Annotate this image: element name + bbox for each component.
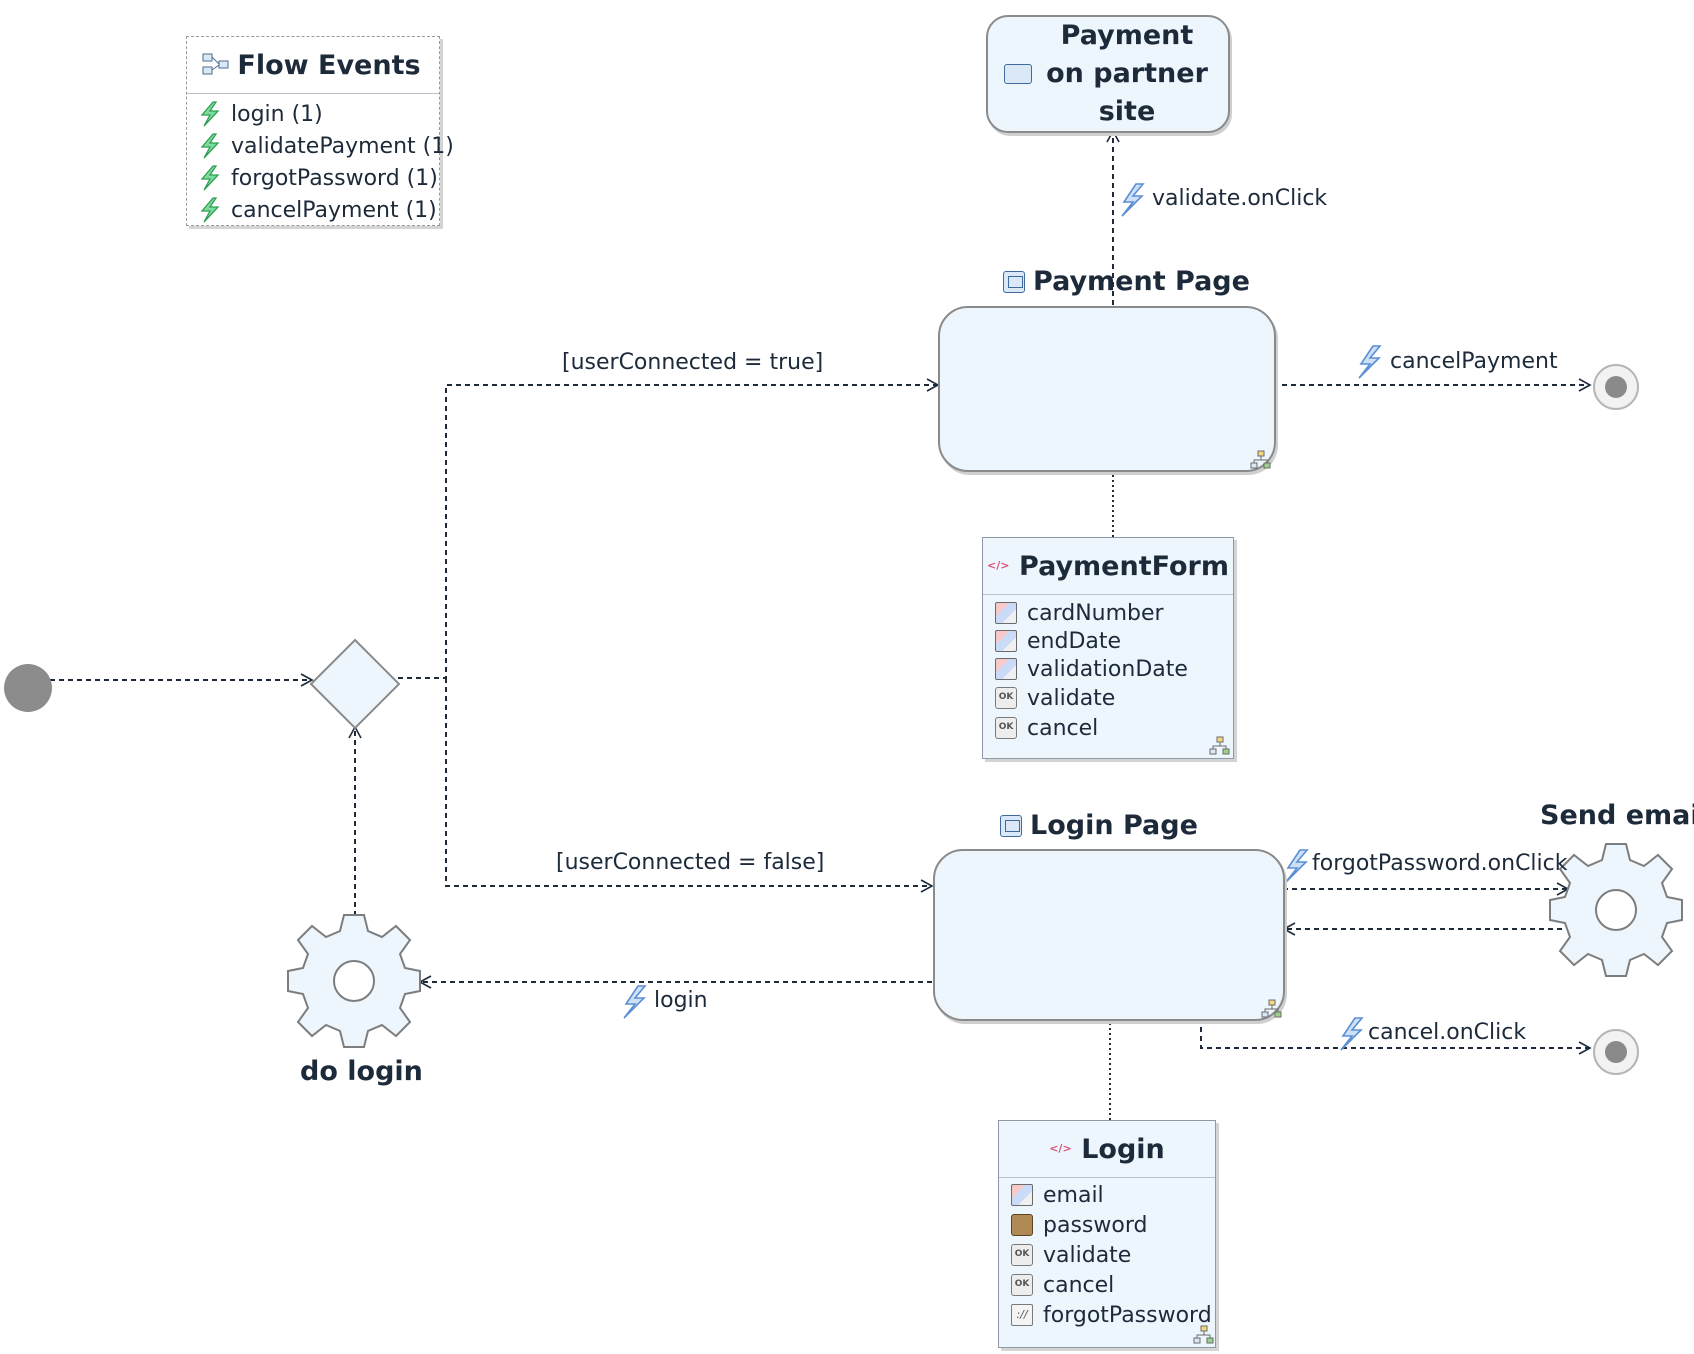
transition-user-connected-true: [userConnected = true] bbox=[562, 350, 824, 375]
structure-icon bbox=[1209, 736, 1230, 755]
flow-events-panel: Flow Events login (1) validatePayment (1… bbox=[186, 36, 454, 226]
password-lock-icon bbox=[1011, 1214, 1033, 1236]
flow-event-label: validatePayment (1) bbox=[231, 133, 454, 159]
event-icon bbox=[200, 197, 220, 223]
login-form-panel[interactable]: </> Login email password OK validate OK … bbox=[998, 1120, 1216, 1348]
form-field-label: validate bbox=[1027, 685, 1116, 711]
payment-partner-label: Payment on partner site bbox=[1046, 20, 1208, 127]
form-field[interactable]: email bbox=[999, 1180, 1215, 1210]
form-field[interactable]: validationDate bbox=[983, 655, 1233, 683]
flow-event-item[interactable]: validatePayment (1) bbox=[187, 130, 454, 162]
edge-login-cancel bbox=[1200, 1018, 1592, 1055]
login-page-node[interactable] bbox=[933, 849, 1285, 1021]
flow-event-label: cancelPayment (1) bbox=[231, 197, 437, 223]
text-field-icon bbox=[995, 630, 1017, 652]
payment-partner-node[interactable]: Payment on partner site bbox=[986, 15, 1230, 133]
button-icon: OK bbox=[995, 687, 1017, 709]
form-field-label: validate bbox=[1043, 1242, 1132, 1268]
button-icon: OK bbox=[1011, 1244, 1033, 1266]
form-button[interactable]: OK validate bbox=[999, 1240, 1215, 1270]
transition-forgot-password-onclick: forgotPassword.onClick bbox=[1312, 851, 1568, 876]
text-field-icon bbox=[995, 602, 1017, 624]
external-site-icon bbox=[1004, 64, 1032, 84]
structure-icon bbox=[1193, 1325, 1214, 1344]
transition-validate-onclick: validate.onClick bbox=[1152, 186, 1328, 211]
do-login-label: do login bbox=[300, 1056, 423, 1087]
trigger-icon-cancelpayment bbox=[1358, 345, 1382, 379]
html-form-icon: </> bbox=[987, 559, 1010, 572]
structure-icon bbox=[1250, 450, 1271, 469]
flow-events-title: Flow Events bbox=[237, 49, 421, 81]
form-button[interactable]: OK cancel bbox=[983, 713, 1233, 743]
initial-node bbox=[4, 664, 52, 712]
flow-event-item[interactable]: cancelPayment (1) bbox=[187, 194, 439, 226]
edge-branch-login bbox=[445, 678, 934, 893]
button-icon: OK bbox=[1011, 1274, 1033, 1296]
login-page-label: Login Page bbox=[1030, 810, 1198, 841]
payment-page-title: Payment Page bbox=[1003, 266, 1250, 297]
flow-event-item[interactable]: login (1) bbox=[187, 98, 439, 130]
form-field-label: cardNumber bbox=[1027, 600, 1164, 626]
html-form-icon: </> bbox=[1049, 1142, 1072, 1155]
form-field-label: validationDate bbox=[1027, 656, 1188, 682]
login-page-title: Login Page bbox=[1000, 810, 1198, 841]
login-form-title: Login bbox=[1081, 1133, 1165, 1165]
page-icon bbox=[1000, 814, 1022, 837]
trigger-icon-login bbox=[623, 985, 647, 1019]
payment-form-panel[interactable]: </> PaymentForm cardNumber endDate valid… bbox=[982, 537, 1234, 759]
form-button[interactable]: OK validate bbox=[983, 683, 1233, 713]
payment-page-label: Payment Page bbox=[1033, 266, 1250, 297]
decision-node bbox=[309, 638, 401, 730]
form-link[interactable]: :// forgotPassword bbox=[999, 1300, 1215, 1330]
event-icon bbox=[200, 165, 220, 191]
flow-event-label: forgotPassword (1) bbox=[231, 165, 438, 191]
form-field[interactable]: endDate bbox=[983, 627, 1233, 655]
text-field-icon bbox=[1011, 1184, 1033, 1206]
link-icon: :// bbox=[1011, 1304, 1033, 1326]
gear-send-email bbox=[1549, 843, 1683, 977]
transition-cancel-onclick: cancel.onClick bbox=[1368, 1020, 1527, 1045]
final-node-payment bbox=[1593, 364, 1639, 410]
form-field-label: cancel bbox=[1043, 1272, 1115, 1298]
gear-do-login bbox=[287, 914, 421, 1048]
trigger-icon-validate bbox=[1121, 183, 1145, 217]
trigger-icon-forgot bbox=[1285, 849, 1309, 883]
final-node-login bbox=[1593, 1029, 1639, 1075]
form-field-label: cancel bbox=[1027, 715, 1099, 741]
form-field-label: email bbox=[1043, 1182, 1104, 1208]
event-icon bbox=[200, 101, 220, 127]
text-field-icon bbox=[995, 658, 1017, 680]
transition-login: login bbox=[654, 988, 708, 1013]
form-field-label: password bbox=[1043, 1212, 1148, 1238]
transition-cancel-payment: cancelPayment bbox=[1390, 349, 1558, 374]
payment-form-title: PaymentForm bbox=[1019, 550, 1229, 582]
page-icon bbox=[1003, 270, 1025, 293]
form-field-label: forgotPassword bbox=[1043, 1302, 1212, 1328]
edge-decision-branch bbox=[398, 378, 940, 679]
flow-events-icon bbox=[202, 53, 229, 76]
trigger-icon-cancel bbox=[1340, 1017, 1364, 1051]
send-email-label: Send email bbox=[1540, 800, 1694, 831]
form-field[interactable]: password bbox=[999, 1210, 1215, 1240]
form-button[interactable]: OK cancel bbox=[999, 1270, 1215, 1300]
transition-user-connected-false: [userConnected = false] bbox=[556, 850, 825, 875]
structure-icon bbox=[1261, 999, 1282, 1018]
form-field[interactable]: cardNumber bbox=[983, 599, 1233, 627]
form-field-label: endDate bbox=[1027, 628, 1122, 654]
payment-page-node[interactable] bbox=[938, 306, 1276, 472]
button-icon: OK bbox=[995, 717, 1017, 739]
flow-event-label: login (1) bbox=[231, 101, 323, 127]
flow-event-item[interactable]: forgotPassword (1) bbox=[187, 162, 439, 194]
event-icon bbox=[200, 133, 220, 159]
